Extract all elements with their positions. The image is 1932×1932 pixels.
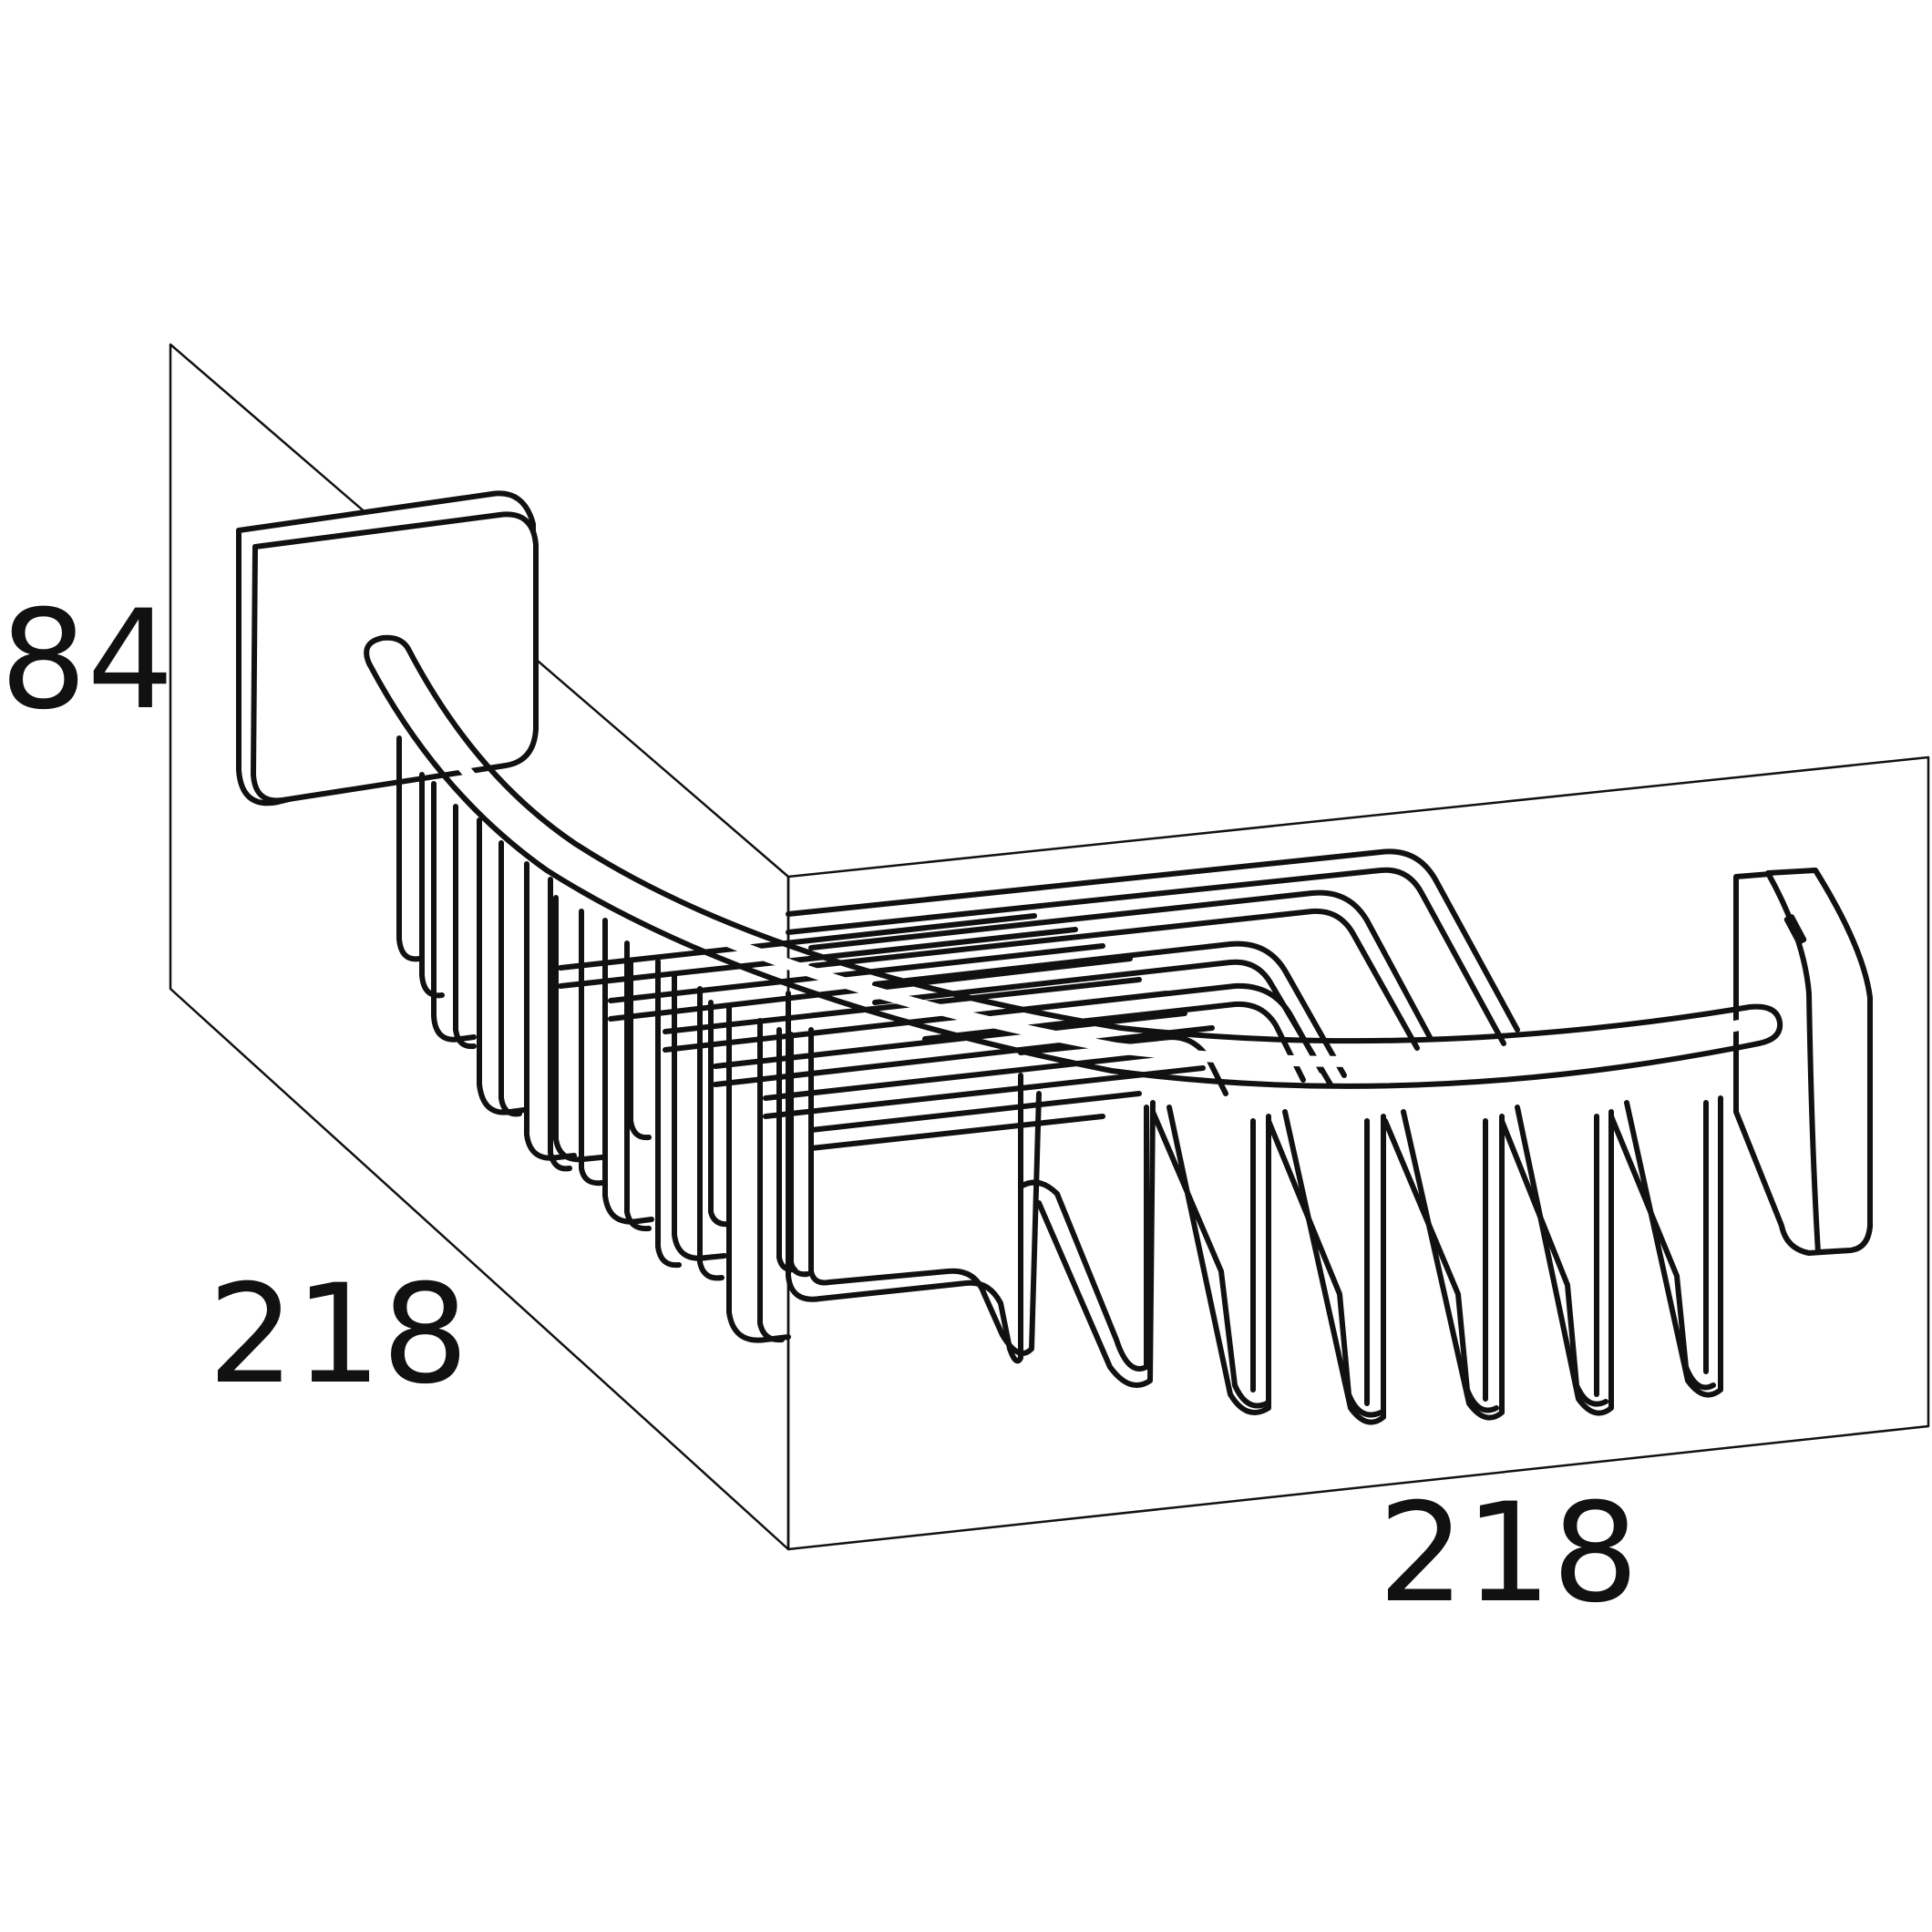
- right-mount-bracket: [1733, 868, 1873, 1256]
- back-frame-wires: [786, 848, 1520, 1096]
- wall-planes: [169, 343, 1930, 1551]
- top-rail: [364, 634, 1783, 1089]
- right-bracket-slot-icon: [1783, 914, 1807, 945]
- dimension-width-label: 218: [1378, 1475, 1639, 1633]
- dimension-depth-label: 218: [208, 1256, 469, 1414]
- left-side-wires: [396, 735, 810, 1343]
- dimension-height-label: 84: [0, 581, 174, 740]
- left-mount-bracket: [236, 490, 539, 807]
- front-zigzag-wall: [786, 991, 1723, 1425]
- right-wall-plane: [786, 755, 1930, 1551]
- right-bracket-face: [1765, 868, 1873, 1255]
- bottom-grid-wires: [558, 913, 1215, 1151]
